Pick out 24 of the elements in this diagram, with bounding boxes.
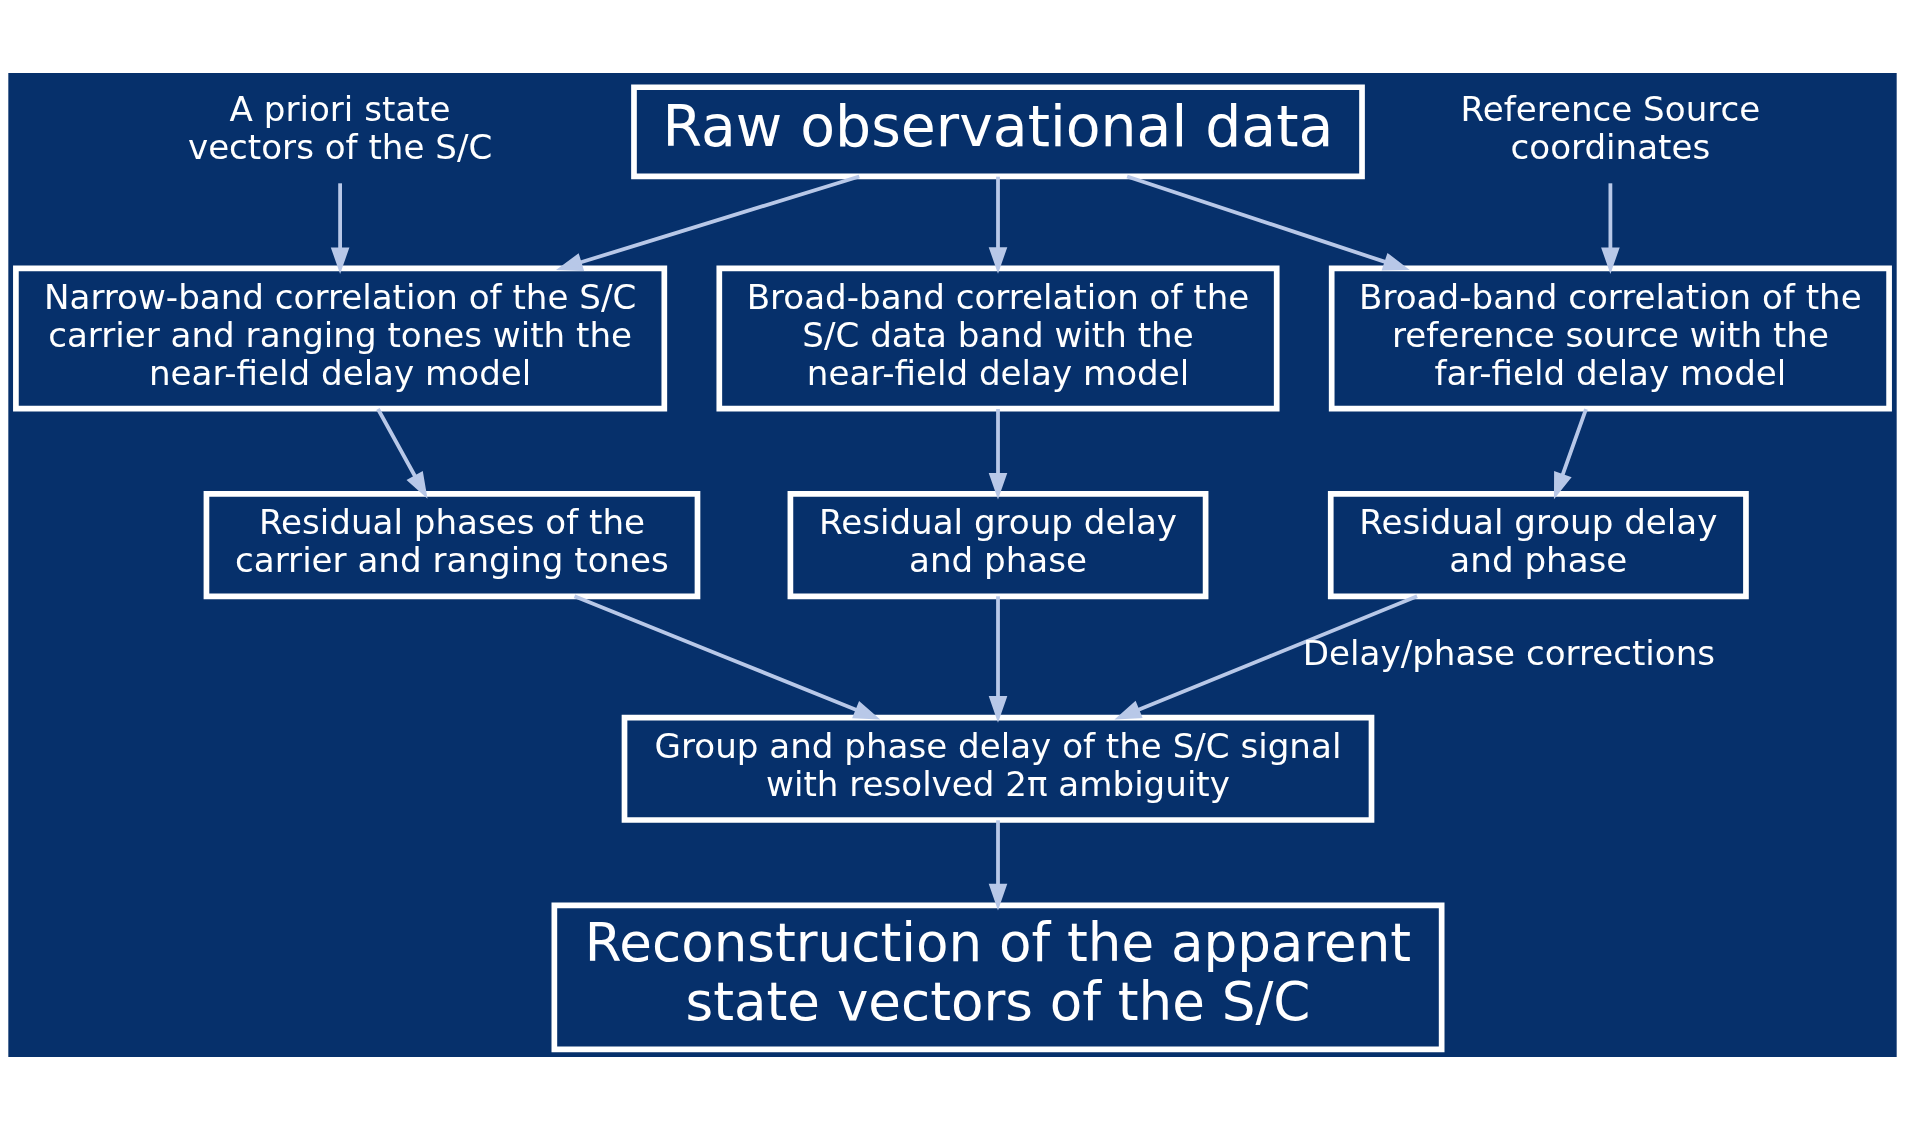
node-box: Reconstruction of the apparent state vectors of the S/C: [551, 901, 1445, 1052]
arrow: [988, 819, 1008, 910]
arrow: [1553, 407, 1588, 499]
node-box: Residual phases of the carrier and ranging tones: [203, 490, 701, 599]
node-box: Residual group delay and phase: [787, 490, 1209, 599]
arrow: [988, 176, 1008, 274]
arrow: [330, 182, 350, 274]
node-box: Residual group delay and phase: [1327, 490, 1749, 599]
arrow: [988, 595, 1008, 723]
arrow: [1601, 182, 1620, 274]
arrow: [376, 407, 428, 499]
arrow: [1114, 594, 1418, 719]
node-text: A priori state vectors of the S/C: [187, 88, 493, 167]
node-box: Narrow-band correlation of the S/C carrier and ranging tones with the near-field delay model: [13, 264, 668, 411]
arrow: [1126, 174, 1410, 271]
arrow: [556, 174, 860, 271]
arrow: [988, 408, 1008, 500]
node-box: Broad-band correlation of the reference source with the far-field delay model: [1328, 264, 1892, 411]
node-box: Broad-band correlation of the S/C data band with the near-field delay model: [716, 264, 1280, 411]
arrow: [573, 594, 881, 719]
edge-label: Delay/phase corrections: [1302, 632, 1716, 673]
node-text: Reference Source coordinates: [1460, 88, 1761, 167]
node-box: Raw observational data: [631, 83, 1365, 179]
node-box: Group and phase delay of the S/C signal with resolved 2π ambiguity: [621, 714, 1375, 823]
